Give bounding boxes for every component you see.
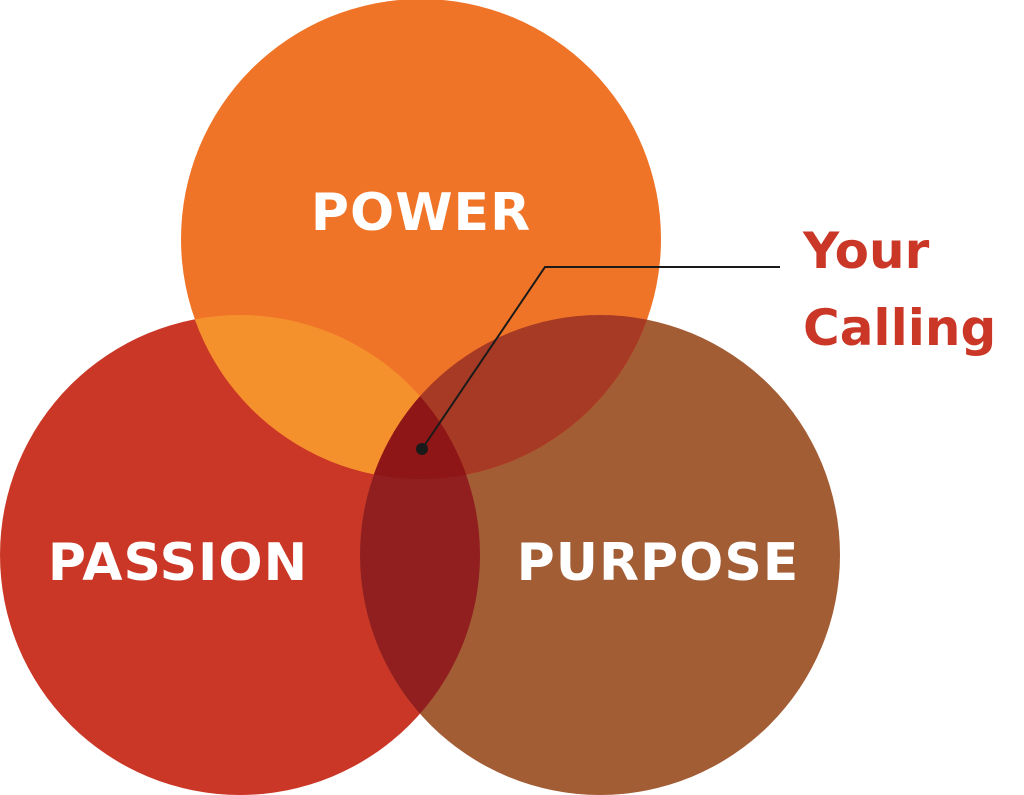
label-passion: PASSION (48, 533, 308, 593)
overlap-power-passion (181, 315, 480, 479)
overlap-power-purpose (360, 315, 661, 479)
callout-text-your: Your (802, 222, 930, 280)
callout-leader-line (421, 266, 780, 450)
label-power: POWER (311, 183, 531, 243)
label-purpose: PURPOSE (517, 533, 800, 593)
callout-text-calling: Calling (803, 299, 996, 357)
callout-dot (416, 443, 428, 455)
